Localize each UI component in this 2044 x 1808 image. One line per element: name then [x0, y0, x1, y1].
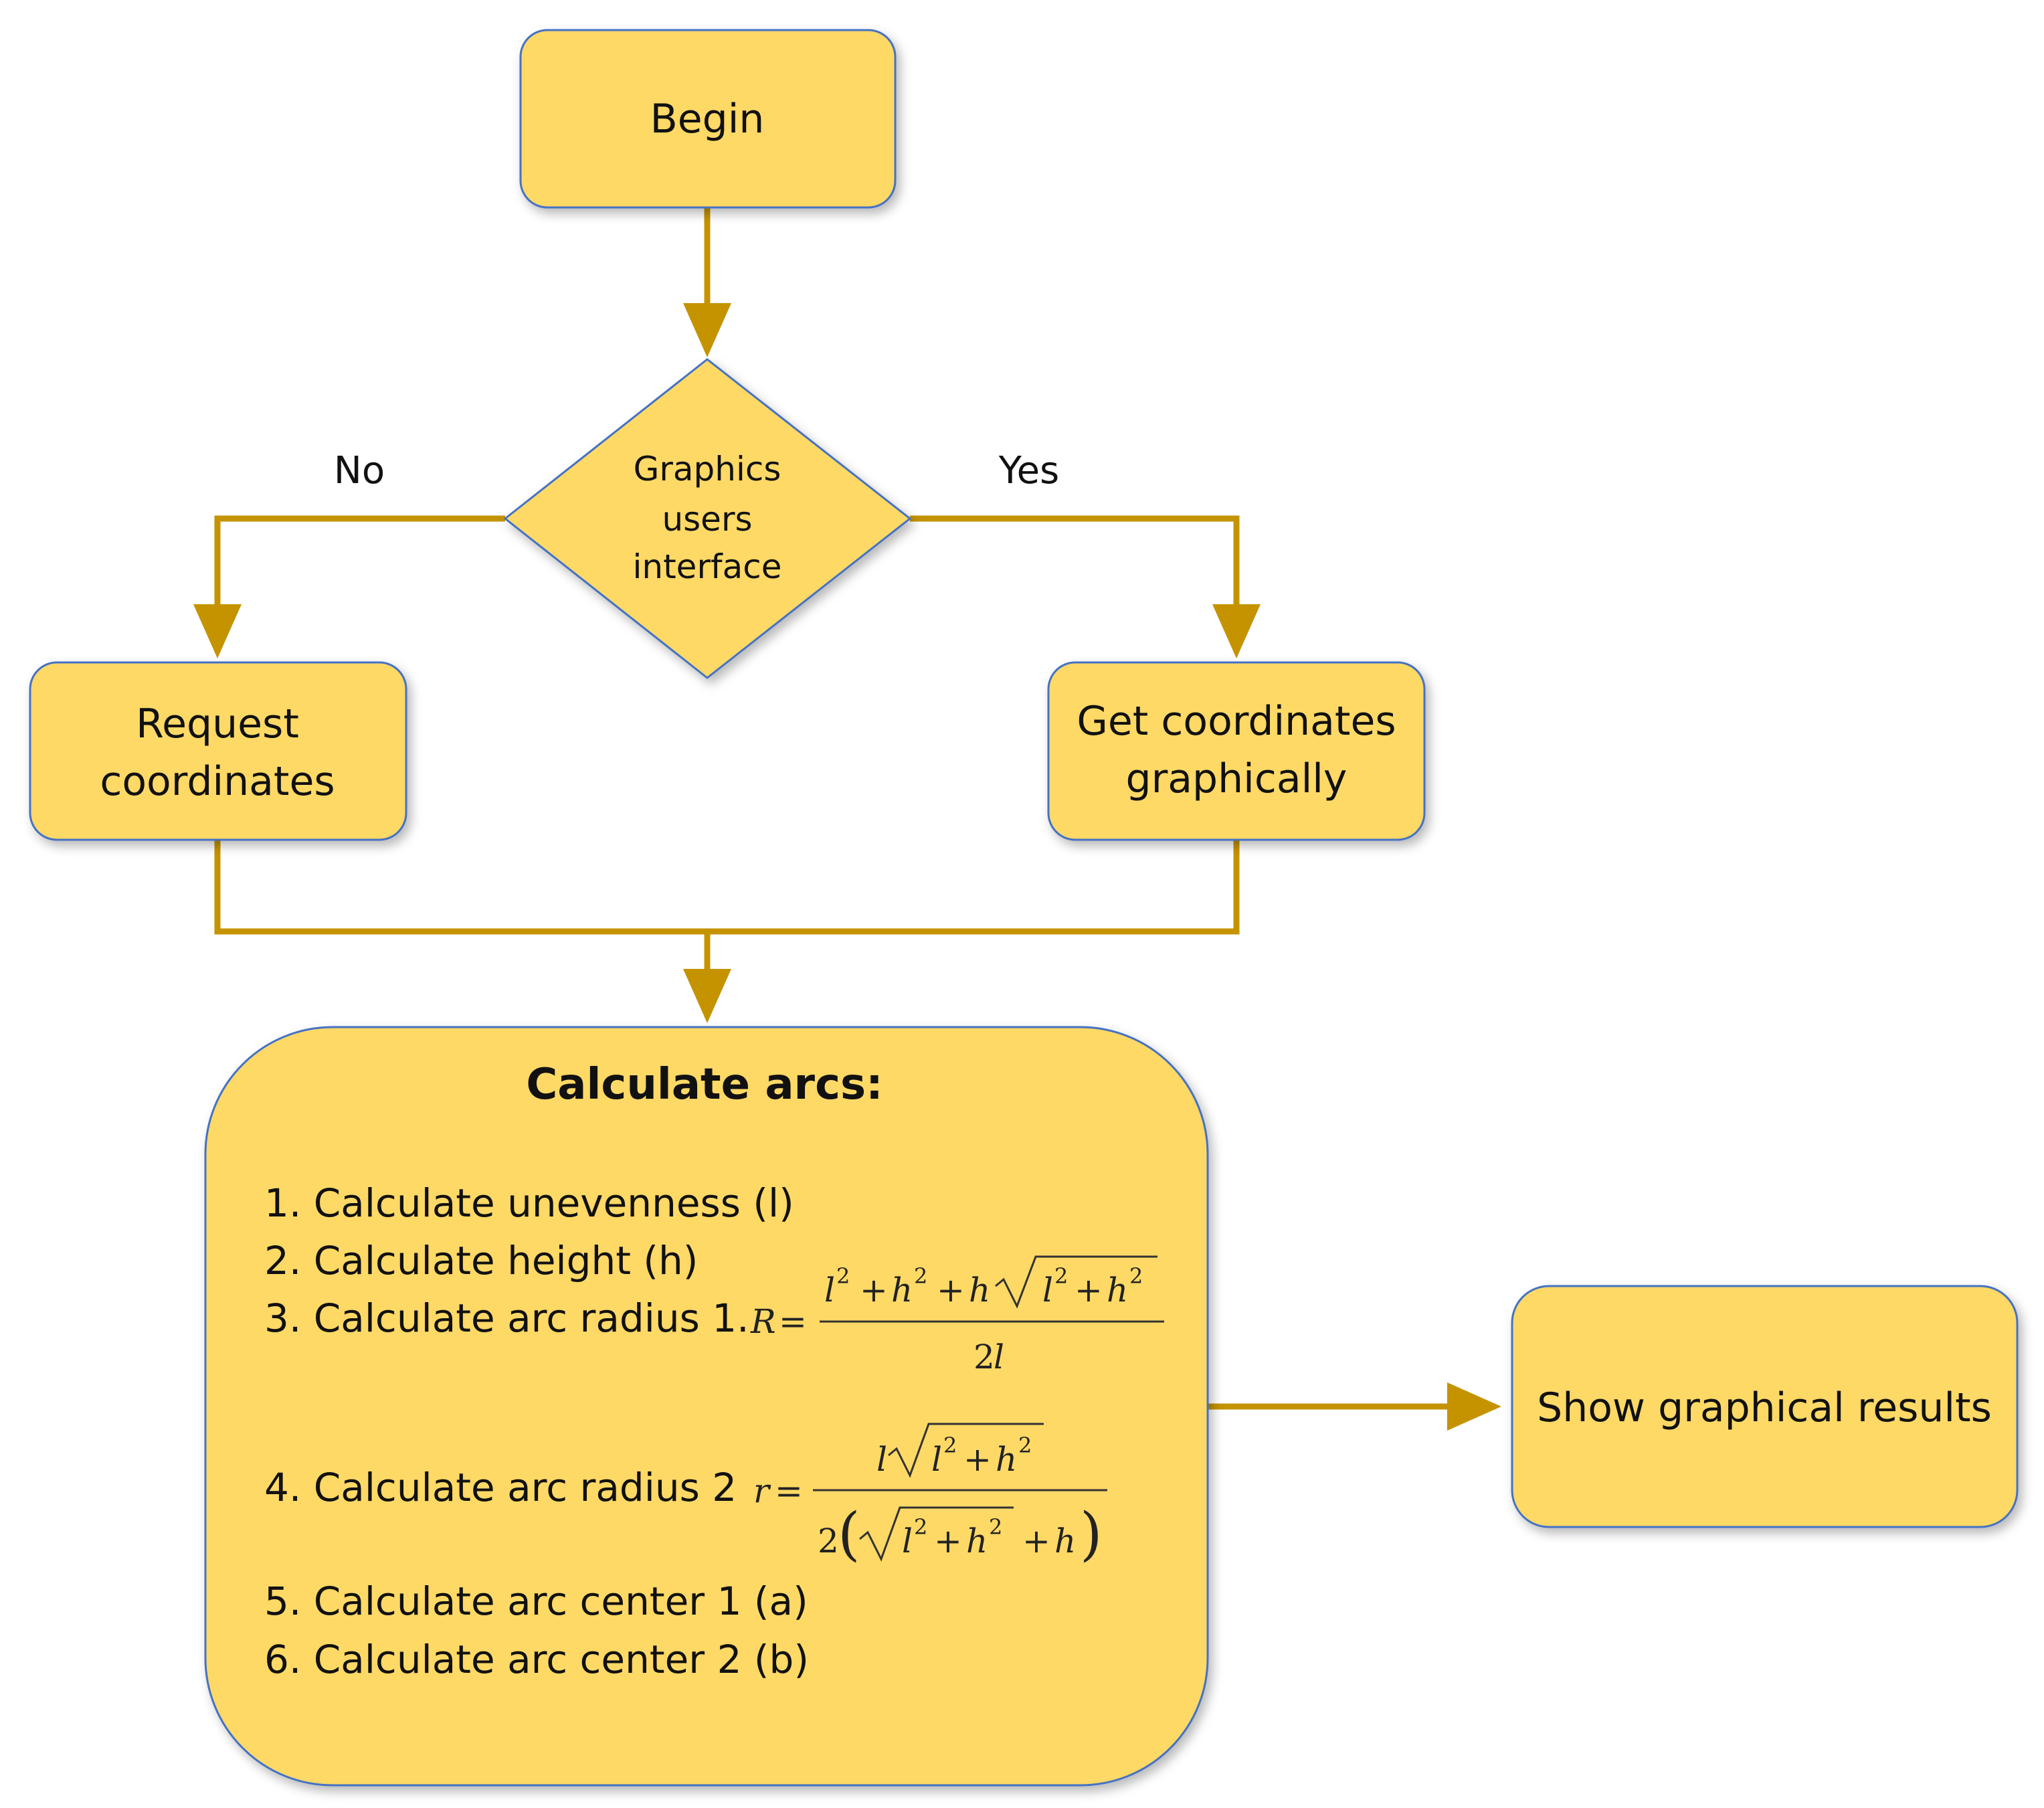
svg-text:h: h	[966, 1522, 988, 1560]
svg-text:l: l	[876, 1440, 887, 1479]
svg-text:2: 2	[989, 1514, 1002, 1540]
begin-label: Begin	[650, 96, 765, 143]
request-label-line-1: Request	[136, 701, 299, 747]
show-results-node: Show graphical results	[1511, 1285, 2019, 1528]
begin-box	[519, 29, 897, 209]
show-results-box	[1511, 1285, 2019, 1528]
svg-text:2: 2	[973, 1338, 995, 1376]
svg-text:+: +	[963, 1440, 992, 1479]
svg-text:l: l	[931, 1440, 942, 1479]
svg-text:2: 2	[914, 1263, 927, 1289]
svg-text:l: l	[1042, 1271, 1053, 1309]
svg-text:+: +	[860, 1271, 888, 1309]
formula-radius-2: r = l l 2 + h 2 2 ( l 2 + h 2 + h )	[753, 1423, 1107, 1568]
decision-diamond	[503, 358, 912, 679]
show-results-label: Show graphical results	[1537, 1384, 1992, 1431]
svg-text:R: R	[750, 1302, 776, 1341]
svg-text:l: l	[824, 1271, 835, 1309]
svg-text:+: +	[937, 1271, 965, 1309]
get-coordinates-label-line-2: graphically	[1126, 755, 1348, 802]
svg-text:(: (	[838, 1501, 860, 1568]
branch-label-yes: Yes	[998, 449, 1059, 492]
svg-text:2: 2	[914, 1514, 927, 1540]
svg-text:+: +	[1022, 1522, 1050, 1560]
request-label-line-2: coordinates	[100, 758, 335, 805]
svg-text:h: h	[969, 1271, 990, 1309]
calculate-arcs-title: Calculate arcs:	[526, 1060, 882, 1109]
get-coordinates-box	[1047, 661, 1426, 841]
step-3: 3. Calculate arc radius 1.	[264, 1295, 749, 1341]
step-2: 2. Calculate height (h)	[264, 1238, 698, 1283]
step-4: 4. Calculate arc radius 2	[264, 1465, 737, 1510]
svg-text:2: 2	[943, 1433, 957, 1458]
connector-request-merge	[214, 840, 1240, 935]
branch-label-no: No	[334, 449, 385, 492]
decision-label-line-2: users	[662, 500, 752, 539]
svg-text:h: h	[996, 1440, 1017, 1479]
step-1: 1. Calculate unevenness (l)	[264, 1180, 794, 1226]
svg-text:l: l	[994, 1338, 1004, 1376]
get-coordinates-node: Get coordinates graphically	[1047, 661, 1426, 841]
arrow-decision-to-request	[193, 515, 505, 658]
begin-node: Begin	[519, 29, 897, 209]
calculate-arcs-box	[204, 1026, 1209, 1787]
svg-text:h: h	[1054, 1522, 1076, 1560]
svg-text:=: =	[779, 1302, 807, 1341]
svg-text:l: l	[902, 1522, 913, 1560]
svg-text:h: h	[891, 1271, 913, 1309]
svg-text:2: 2	[836, 1263, 850, 1289]
arrow-decision-to-get	[910, 515, 1261, 658]
request-node: Request coordinates	[29, 661, 407, 841]
svg-text:=: =	[775, 1471, 803, 1510]
step-6: 6. Calculate arc center 2 (b)	[264, 1637, 809, 1682]
connectors	[193, 207, 1501, 1431]
svg-text:2: 2	[1054, 1263, 1068, 1289]
decision-label-line-3: interface	[633, 547, 782, 586]
request-box	[29, 661, 407, 841]
svg-text:r: r	[753, 1471, 771, 1510]
svg-text:2: 2	[1018, 1433, 1032, 1458]
formula-radius-1: R = l 2 + h 2 + h l 2 + h 2 2 l	[750, 1255, 1164, 1376]
svg-text:+: +	[934, 1522, 962, 1560]
calculate-arcs-node: Calculate arcs: 1. Calculate unevenness …	[204, 1026, 1209, 1787]
svg-text:2: 2	[818, 1522, 839, 1560]
get-coordinates-label-line-1: Get coordinates	[1077, 698, 1396, 745]
decision-label-line-1: Graphics	[634, 450, 781, 488]
decision-node: Graphics users interface	[503, 358, 912, 679]
svg-text:+: +	[1075, 1271, 1103, 1309]
svg-text:2: 2	[1129, 1263, 1143, 1289]
step-5: 5. Calculate arc center 1 (a)	[264, 1578, 808, 1624]
svg-text:): )	[1080, 1501, 1103, 1568]
svg-text:h: h	[1107, 1271, 1128, 1309]
